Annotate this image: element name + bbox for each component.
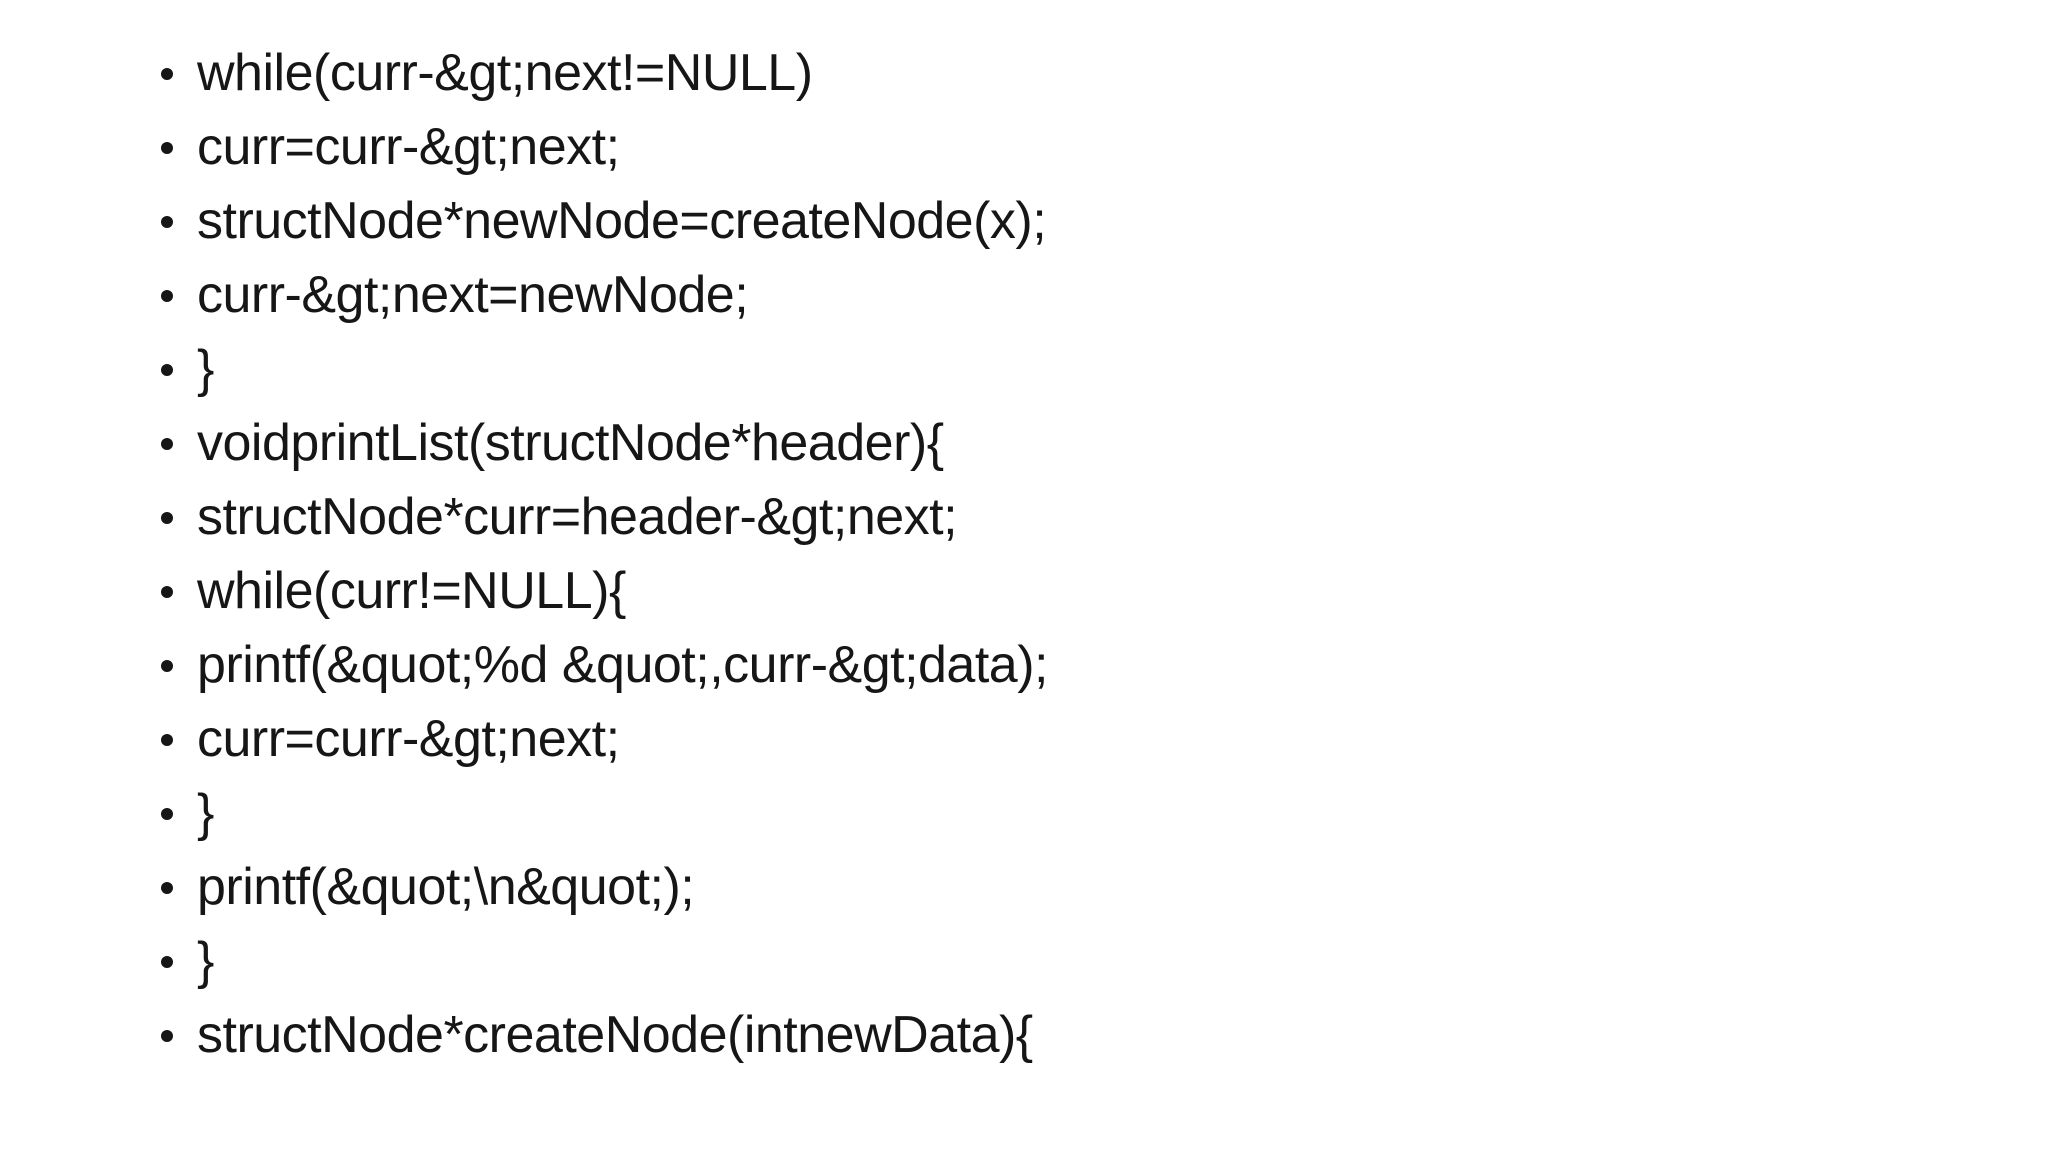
bullet-icon <box>161 586 173 598</box>
bullet-icon <box>161 956 173 968</box>
code-line-text: curr-&gt;next=newNode; <box>197 266 749 324</box>
code-line-text: structNode*createNode(intnewData){ <box>197 1006 1033 1064</box>
code-line: printf(&quot;%d &quot;,curr-&gt;data); <box>161 628 2048 702</box>
bullet-icon <box>161 808 173 820</box>
code-line: structNode*curr=header-&gt;next; <box>161 480 2048 554</box>
code-line-text: while(curr-&gt;next!=NULL) <box>197 44 813 102</box>
code-line: structNode*createNode(intnewData){ <box>161 998 2048 1072</box>
code-line-text: structNode*newNode=createNode(x); <box>197 192 1047 250</box>
code-line-text: } <box>197 784 214 842</box>
code-line: curr=curr-&gt;next; <box>161 702 2048 776</box>
code-line: curr-&gt;next=newNode; <box>161 258 2048 332</box>
bullet-icon <box>161 290 173 302</box>
bullet-icon <box>161 142 173 154</box>
code-line: } <box>161 776 2048 850</box>
code-line: while(curr!=NULL){ <box>161 554 2048 628</box>
code-line: curr=curr-&gt;next; <box>161 110 2048 184</box>
bullet-icon <box>161 216 173 228</box>
code-line-text: } <box>197 340 214 398</box>
code-line: printf(&quot;\n&quot;); <box>161 850 2048 924</box>
code-line-text: structNode*curr=header-&gt;next; <box>197 488 958 546</box>
code-line-text: } <box>197 932 214 990</box>
bullet-icon <box>161 512 173 524</box>
bullet-icon <box>161 68 173 80</box>
code-line-text: while(curr!=NULL){ <box>197 562 626 620</box>
code-line-text: printf(&quot;\n&quot;); <box>197 858 695 916</box>
bullet-icon <box>161 438 173 450</box>
bullet-icon <box>161 882 173 894</box>
code-line-text: voidprintList(structNode*header){ <box>197 414 944 472</box>
code-line: } <box>161 332 2048 406</box>
bullet-icon <box>161 660 173 672</box>
bullet-icon <box>161 1030 173 1042</box>
code-line-text: curr=curr-&gt;next; <box>197 710 620 768</box>
code-line: } <box>161 924 2048 998</box>
code-line-text: curr=curr-&gt;next; <box>197 118 620 176</box>
bullet-icon <box>161 734 173 746</box>
code-line: while(curr-&gt;next!=NULL) <box>161 36 2048 110</box>
bullet-icon <box>161 364 173 376</box>
code-bullet-list: while(curr-&gt;next!=NULL) curr=curr-&gt;… <box>161 36 2048 1072</box>
code-line: structNode*newNode=createNode(x); <box>161 184 2048 258</box>
code-line: voidprintList(structNode*header){ <box>161 406 2048 480</box>
code-line-text: printf(&quot;%d &quot;,curr-&gt;data); <box>197 636 1048 694</box>
